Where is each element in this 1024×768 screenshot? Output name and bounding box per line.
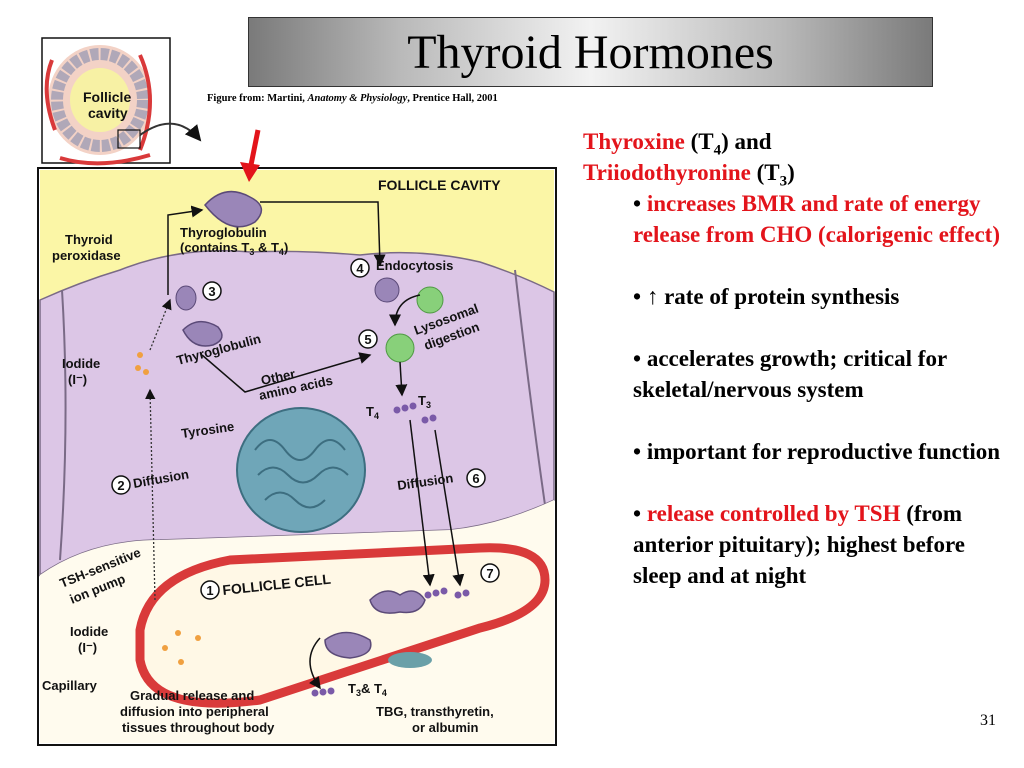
- notes-panel: Thyroxine (T4) and Triiodothyronine (T3)…: [583, 126, 1003, 591]
- label-capillary: Capillary: [42, 678, 98, 693]
- label-endocytosis: Endocytosis: [376, 258, 453, 273]
- lysosome: [416, 286, 444, 314]
- title-bar: Thyroid Hormones: [248, 17, 933, 87]
- label-other: Other: [260, 366, 297, 388]
- label-iodide-symbol: (I⁻): [68, 372, 87, 387]
- vesicle-peroxidase: [175, 285, 197, 311]
- page-number: 31: [980, 712, 996, 729]
- label-release-line2: diffusion into peripheral: [120, 704, 269, 719]
- label-t3-t4: T3& T4: [348, 681, 387, 698]
- heading-thyroxine: Thyroxine (T4) and: [583, 129, 772, 159]
- follicle-cavity: [40, 170, 554, 300]
- label-peroxidase: peroxidase: [52, 248, 121, 263]
- bullet-reproductive: • important for reproductive function: [633, 439, 1001, 464]
- label-thyroglobulin-top: Thyroglobulin: [180, 225, 267, 240]
- step-4: 4: [356, 261, 364, 276]
- figure-caption: Figure from: Martini, Anatomy & Physiolo…: [207, 93, 498, 104]
- capillary: [135, 543, 550, 708]
- label-tyrosine: Tyrosine: [180, 419, 235, 441]
- label-t4: T4: [366, 404, 379, 421]
- step-7: 7: [486, 566, 493, 581]
- heading-triiodothyronine: Triiodothyronine (T3): [583, 160, 795, 190]
- label-release-line1: Gradual release and: [130, 688, 254, 703]
- slide-title: Thyroid Hormones: [407, 25, 774, 79]
- step-1: 1: [206, 583, 213, 598]
- red-pointer-arrow: [240, 162, 260, 182]
- bullet-protein: • ↑ rate of protein synthesis: [633, 284, 900, 309]
- caption-suffix: , Prentice Hall, 2001: [407, 93, 498, 104]
- label-release-line3: tissues throughout body: [122, 720, 275, 735]
- vesicle-endocytosis: [374, 277, 400, 303]
- label-tbg-line1: TBG, transthyretin,: [376, 704, 494, 719]
- bullet-tsh: • release controlled by TSH (from anteri…: [633, 501, 965, 588]
- nucleus: [236, 407, 366, 533]
- bullet-growth: • accelerates growth; critical for skele…: [633, 346, 947, 402]
- label-contains: (contains T3 & T4): [180, 240, 288, 257]
- label-iodide-bottom: Iodide: [70, 624, 108, 639]
- label-tbg-line2: or albumin: [412, 720, 479, 735]
- label-iodide-bottom-symbol: (I⁻): [78, 640, 97, 655]
- step-6: 6: [472, 471, 479, 486]
- tbg-protein-2: [324, 631, 372, 659]
- step-2: 2: [117, 478, 124, 493]
- label-t3: T3: [418, 393, 431, 410]
- lysosomal-vesicle: [385, 333, 415, 363]
- step-3: 3: [208, 284, 215, 299]
- caption-book: Anatomy & Physiology: [307, 93, 408, 104]
- thyroglobulin-blob-top: [204, 190, 263, 228]
- inset-label-line1: Follicle: [83, 89, 131, 105]
- inset-label-line2: cavity: [88, 105, 128, 121]
- label-iodide: Iodide: [62, 356, 100, 371]
- label-follicle-cavity: FOLLICLE CAVITY: [378, 177, 501, 193]
- tbg-protein-1: [369, 590, 426, 614]
- step-5: 5: [364, 332, 371, 347]
- follicle-inset: Follicle cavity: [41, 37, 202, 166]
- thyroglobulin-blob-mid: [182, 321, 223, 347]
- label-thyroid: Thyroid: [65, 232, 113, 247]
- bullet-bmr: • increases BMR and rate of energy relea…: [633, 191, 1000, 247]
- caption-prefix: Figure from: Martini,: [207, 93, 308, 104]
